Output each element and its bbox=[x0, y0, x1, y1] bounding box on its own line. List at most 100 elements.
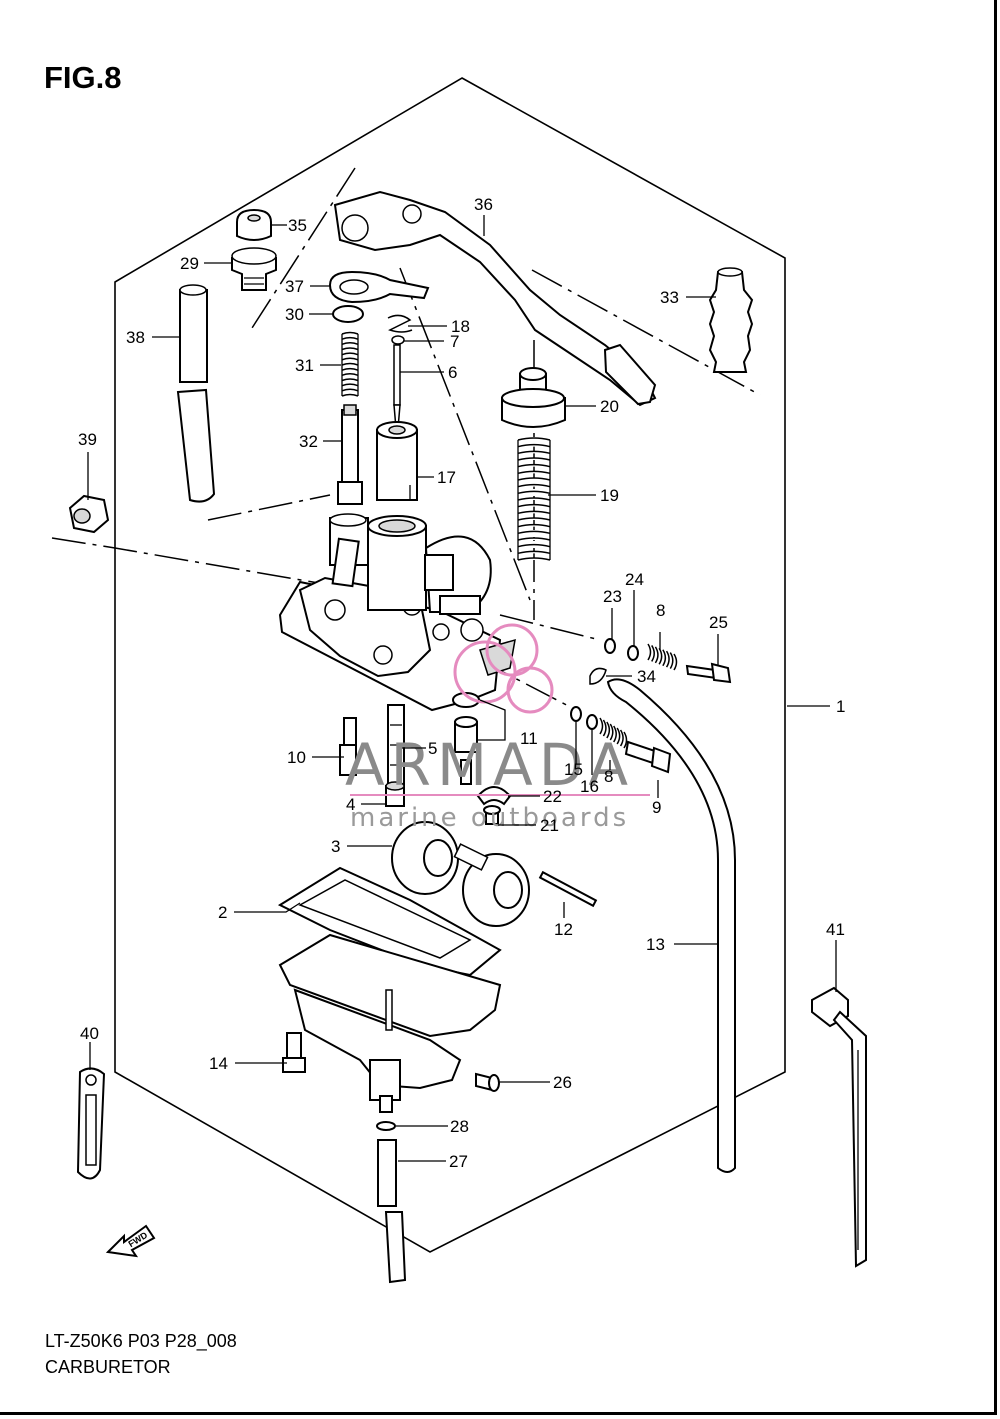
section-name: CARBURETOR bbox=[45, 1357, 171, 1377]
callout-18: 18 bbox=[451, 317, 470, 336]
callout-23: 23 bbox=[603, 587, 622, 606]
callout-10: 10 bbox=[287, 748, 306, 767]
float-chamber-part bbox=[278, 933, 502, 1113]
washer-part-16 bbox=[586, 714, 598, 730]
callout-34: 34 bbox=[637, 667, 656, 686]
watermark-brand: ARMADA bbox=[345, 731, 634, 799]
carburetor-body-part-1 bbox=[278, 513, 516, 712]
callout-24: 24 bbox=[625, 570, 644, 589]
callout-26: 26 bbox=[553, 1073, 572, 1092]
callout-16: 16 bbox=[580, 777, 599, 796]
callout-3: 3 bbox=[331, 837, 340, 856]
clip-part-7 bbox=[391, 335, 405, 345]
washer-part-23 bbox=[604, 638, 616, 654]
callout-1: 1 bbox=[836, 697, 845, 716]
plate-part-37 bbox=[328, 270, 430, 304]
callout-25: 25 bbox=[709, 613, 728, 632]
callout-40: 40 bbox=[80, 1024, 99, 1043]
callout-19: 19 bbox=[600, 486, 619, 505]
callout-21: 21 bbox=[540, 816, 559, 835]
callout-30: 30 bbox=[285, 305, 304, 324]
bolt-part-14 bbox=[282, 1032, 306, 1073]
clip-part-34 bbox=[589, 667, 607, 685]
callout-12: 12 bbox=[554, 920, 573, 939]
callout-17: 17 bbox=[437, 468, 456, 487]
callout-13: 13 bbox=[646, 935, 665, 954]
nut-part-39 bbox=[68, 494, 110, 534]
callout-5: 5 bbox=[428, 739, 437, 758]
callout-29: 29 bbox=[180, 254, 199, 273]
cap-part-35 bbox=[236, 208, 272, 241]
spring-coil bbox=[647, 643, 678, 671]
float-part-3 bbox=[391, 821, 530, 927]
callout-6: 6 bbox=[448, 363, 457, 382]
strap-part-40 bbox=[76, 1067, 106, 1180]
plug-part-29 bbox=[231, 247, 277, 291]
spring-coil bbox=[517, 437, 551, 561]
pilot-screw-part-25 bbox=[685, 662, 732, 684]
washer-part-24 bbox=[627, 645, 639, 661]
needle-jet-part-5 bbox=[387, 704, 405, 786]
spring-coil bbox=[599, 717, 628, 749]
callout-20: 20 bbox=[600, 397, 619, 416]
gasket-part-2 bbox=[277, 866, 502, 977]
throttle-stop-screw-part-9 bbox=[624, 740, 672, 774]
callout-37: 37 bbox=[285, 277, 304, 296]
callout-33: 33 bbox=[660, 288, 679, 307]
drain-hose-part-27 bbox=[377, 1139, 407, 1284]
main-jet-part-4 bbox=[385, 781, 405, 807]
callout-14: 14 bbox=[209, 1054, 228, 1073]
clip-part-18 bbox=[387, 314, 413, 333]
callout-8-lower: 8 bbox=[604, 767, 613, 786]
watermark-tagline: marine outboards bbox=[350, 803, 629, 833]
spring-part-19 bbox=[517, 437, 551, 561]
callout-2: 2 bbox=[218, 903, 227, 922]
hose-part-38 bbox=[176, 284, 216, 503]
throttle-valve-part-17 bbox=[376, 421, 418, 501]
float-valve-part-11 bbox=[454, 716, 478, 785]
callout-15: 15 bbox=[564, 760, 583, 779]
callout-31: 31 bbox=[295, 356, 314, 375]
cable-tie-part-41 bbox=[811, 986, 867, 1268]
spring-part-8-lower bbox=[599, 717, 628, 749]
callout-8-upper: 8 bbox=[656, 601, 665, 620]
callout-28: 28 bbox=[450, 1117, 469, 1136]
model-code: LT-Z50K6 P03 P28_008 bbox=[45, 1331, 237, 1351]
screw-part-26 bbox=[475, 1072, 500, 1092]
callout-7: 7 bbox=[450, 332, 459, 351]
figure-title: FIG.8 bbox=[44, 60, 122, 95]
callout-22: 22 bbox=[543, 787, 562, 806]
throttle-bracket-part-36 bbox=[333, 190, 657, 407]
callout-38: 38 bbox=[126, 328, 145, 347]
fwd-arrow-icon: FWD bbox=[105, 1224, 156, 1258]
float-pin-part-12 bbox=[538, 870, 598, 908]
leader-lines bbox=[87, 215, 837, 1162]
screw-part-21 bbox=[483, 805, 501, 825]
spring-part-31 bbox=[341, 331, 359, 397]
callout-32: 32 bbox=[299, 432, 318, 451]
top-cap-part-20 bbox=[501, 367, 566, 428]
spring-coil bbox=[341, 331, 359, 397]
watermark: ARMADA marine outboards bbox=[345, 623, 650, 833]
washer-part-15 bbox=[570, 706, 582, 722]
spring-part-8-upper bbox=[647, 643, 678, 671]
callout-labels: 1 2 3 4 5 6 7 8 8 9 10 11 12 13 14 15 16… bbox=[78, 195, 845, 1171]
callout-4: 4 bbox=[346, 795, 355, 814]
spring-outline bbox=[341, 334, 359, 396]
hose-clamp-part-28 bbox=[376, 1121, 396, 1131]
callout-35: 35 bbox=[288, 216, 307, 235]
o-ring-part-30 bbox=[332, 305, 364, 323]
vent-tube-part-13 bbox=[606, 678, 736, 1173]
rubber-boot-part-33 bbox=[708, 267, 754, 373]
callout-36: 36 bbox=[474, 195, 493, 214]
callout-9: 9 bbox=[652, 798, 661, 817]
callout-11: 11 bbox=[520, 729, 538, 748]
pilot-jet-part-10 bbox=[339, 717, 357, 776]
spring-outline bbox=[517, 440, 551, 560]
starter-plunger-part-32 bbox=[337, 404, 363, 505]
callout-39: 39 bbox=[78, 430, 97, 449]
callout-27: 27 bbox=[449, 1152, 468, 1171]
